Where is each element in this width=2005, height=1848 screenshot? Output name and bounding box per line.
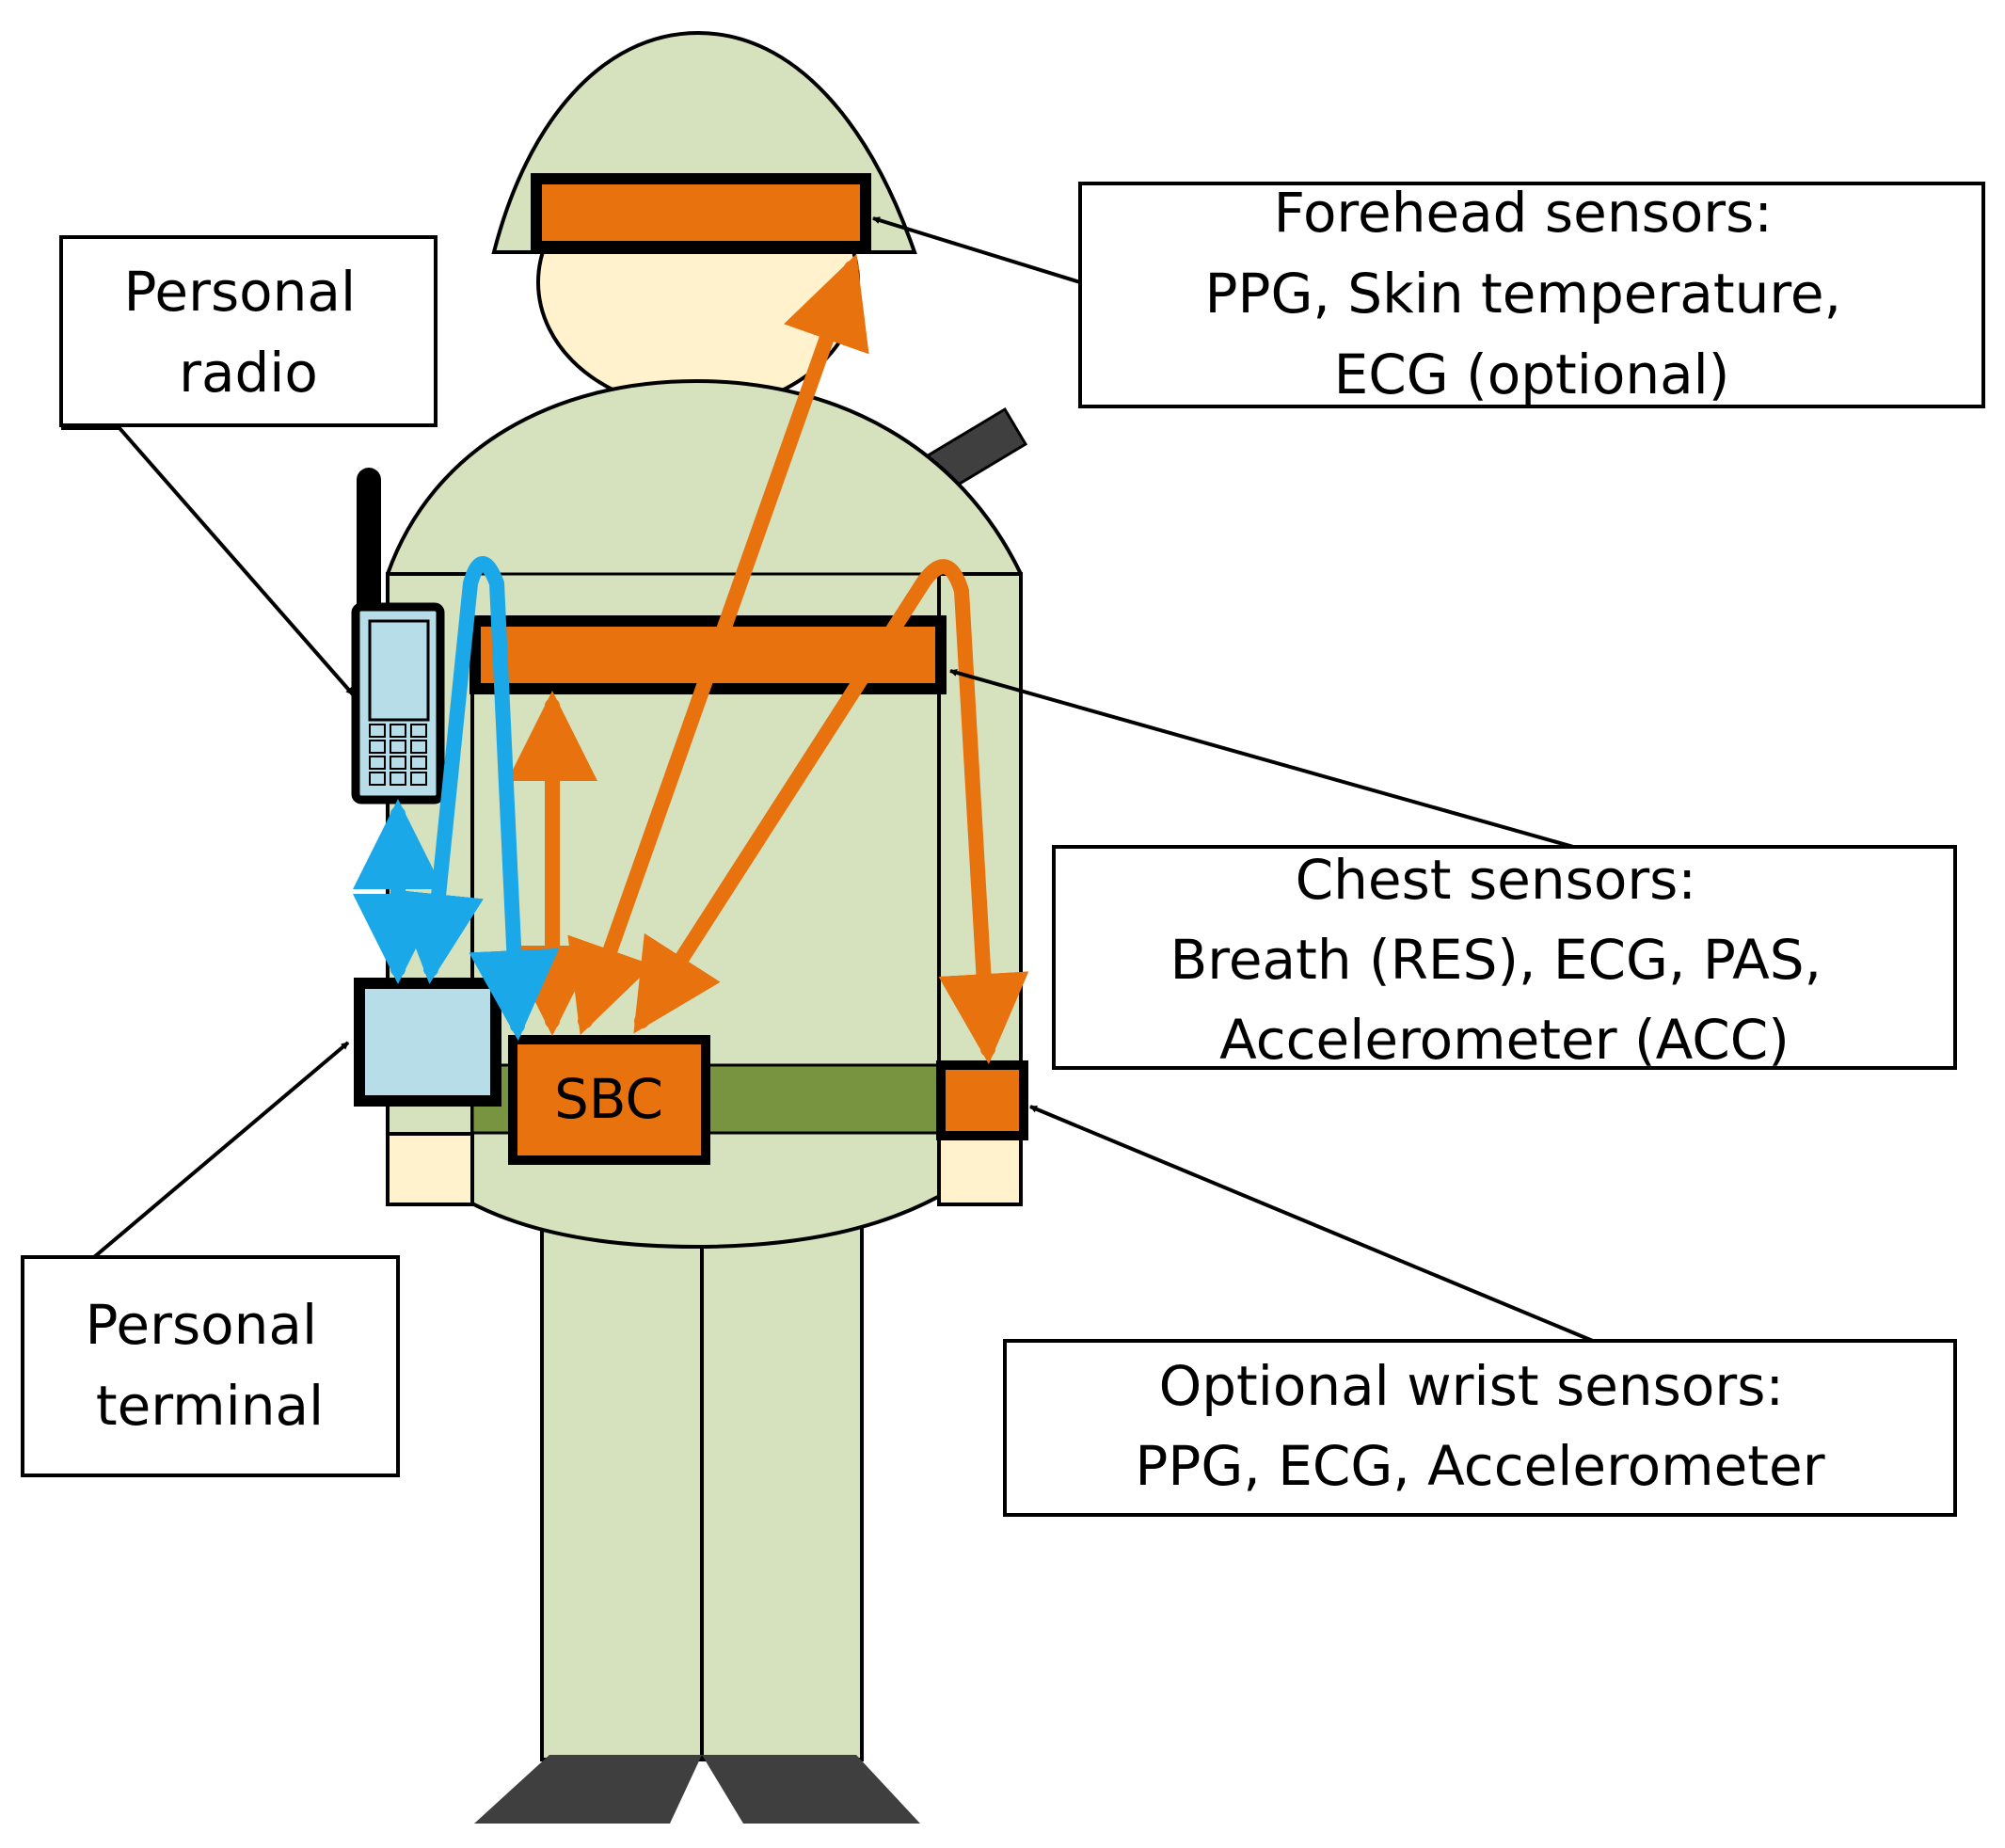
leader-chest <box>949 669 1591 853</box>
radio-icon <box>351 468 445 805</box>
leader-forehead <box>872 216 1081 284</box>
callout-wrist-line-2: PPG, ECG, Accelerometer <box>1135 1434 1824 1498</box>
callout-radio-line-1: Personal <box>124 260 357 324</box>
leader-radio <box>61 426 355 696</box>
wrist-sensor <box>936 1060 1028 1140</box>
leader-terminal <box>23 1041 350 1259</box>
callout-wrist: Optional wrist sensors: PPG, ECG, Accele… <box>1003 1339 1957 1517</box>
svg-text:Personal radio: Personal radio <box>124 260 374 405</box>
svg-text:Optional wrist sensors:: Optional wrist sensors: PPG, ECG, Accele… <box>1135 1354 1824 1498</box>
sbc-box <box>508 1035 710 1165</box>
left-leg <box>540 1203 704 1761</box>
left-hand <box>386 1132 474 1206</box>
callout-forehead-line-1: Forehead sensors: <box>1274 181 1773 245</box>
callout-terminal-line-2: terminal <box>96 1374 324 1438</box>
sbc-label: SBC <box>554 1067 663 1131</box>
arrow-wrist-sbc <box>633 559 1029 1064</box>
arrow-terminal-sbc <box>393 556 560 1041</box>
callout-wrist-line-1: Optional wrist sensors: <box>1159 1354 1784 1418</box>
callout-leaders <box>23 216 1600 1346</box>
callout-terminal: Personal terminal <box>21 1255 400 1477</box>
callout-forehead-line-2: PPG, Skin temperature, <box>1205 262 1842 326</box>
left-boot <box>474 1755 702 1824</box>
leader-wrist <box>1029 1105 1600 1346</box>
callout-chest-line-1: Chest sensors: <box>1296 848 1696 912</box>
svg-text:Personal terminal: Personal terminal <box>86 1293 335 1438</box>
personal-terminal-device <box>354 978 501 1107</box>
callout-chest-line-3: Accelerometer (ACC) <box>1219 1008 1790 1072</box>
callout-terminal-line-1: Personal <box>86 1293 318 1357</box>
data-flow-arrows <box>353 253 1029 1064</box>
callout-chest-line-2: Breath (RES), ECG, PAS, <box>1170 928 1822 992</box>
callout-chest: Chest sensors: Breath (RES), ECG, PAS, A… <box>1052 845 1957 1072</box>
callout-forehead: Forehead sensors: PPG, Skin temperature,… <box>1078 181 1985 408</box>
callout-radio: Personal radio <box>59 235 438 427</box>
right-leg <box>700 1203 864 1761</box>
svg-text:Chest sensors: Breath (R: Chest sensors: Breath (RES), ECG, PAS, A… <box>1170 848 1838 1072</box>
right-hand <box>937 1132 1023 1206</box>
svg-text:Forehead sensors: PPG, S: Forehead sensors: PPG, Skin temperature,… <box>1205 181 1859 406</box>
right-boot <box>702 1755 920 1824</box>
arrow-forehead-sbc <box>567 253 869 1036</box>
forehead-sensor-band <box>531 173 871 252</box>
devices: SBC <box>351 173 1028 1165</box>
callout-forehead-line-3: ECG (optional) <box>1334 343 1730 406</box>
callout-radio-line-2: radio <box>179 341 318 405</box>
